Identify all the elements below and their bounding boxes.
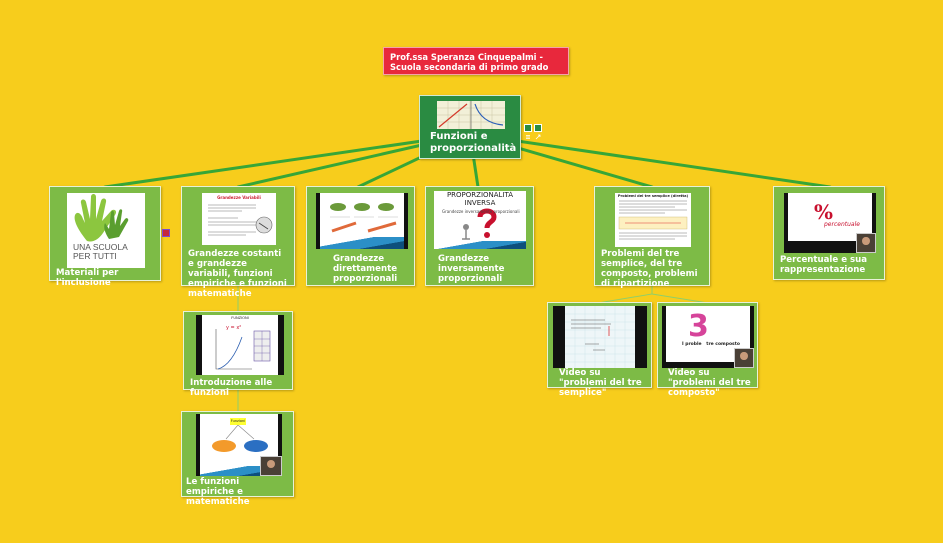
author-box[interactable]: Prof.ssa Speranza Cinquepalmi - Scuola s… [383,47,569,75]
attachment-icon[interactable] [162,229,170,237]
node-video-tre-semplice[interactable]: Video su "problemi del tre semplice" [547,302,652,398]
thumb-title: PROPORZIONALITÀ INVERSA [446,191,514,207]
root-thumbnail [437,101,505,129]
node-thumbnail: % percentuale [784,193,876,253]
thumb-formula: y = x² [226,325,242,331]
number-three-icon: 3 [688,309,709,344]
node-thumbnail [316,193,408,249]
node-inversamente-proporzionali[interactable]: PROPORZIONALITÀ INVERSA Grandezze invers… [425,186,534,286]
node-introduzione-funzioni[interactable]: FUNZIONI y = x² Introduzione alle funzio… [183,311,293,398]
node-grandezze-costanti[interactable]: Grandezze Variabili Grandezze costanti e… [181,186,295,299]
thumb-title: Grandezze Variabili [217,195,261,200]
root-node[interactable]: Funzioni e proporzionalità [419,95,521,159]
webcam-thumbnail [260,456,282,476]
node-problemi-tre[interactable]: Problemi del tre semplice (diretta) Prob… [594,186,710,289]
node-label: Grandezze direttamente proporzionali [333,254,398,284]
thumb-subtitle: Grandezze inversamente proporzionali [442,209,520,214]
root-title: Funzioni e proporzionalità [430,131,517,154]
node-label: Percentuale e sua rappresentazione [780,255,868,275]
node-thumbnail: Funzioni [196,414,282,476]
node-percentuale[interactable]: % percentuale Percentuale e sua rapprese… [773,186,885,280]
connector-problemi-video-composto [651,293,709,304]
inclusione-logo-text: UNA SCUOLA PER TUTTI [73,242,128,261]
document-text-icon [208,204,273,236]
node-label: Grandezze costanti e grandezze variabili… [188,249,287,299]
webcam-thumbnail [734,348,754,368]
thumb-text: percentuale [824,221,860,228]
thumb-title: FUNZIONI [231,316,249,320]
percent-icon: % [814,200,833,224]
webcam-thumbnail [856,233,876,253]
thumb-text: I proble tre composto [682,342,740,347]
connector-root-percentuale [468,132,832,189]
node-direttamente-proporzionali[interactable]: Grandezze direttamente proporzionali [306,186,415,286]
link-icon[interactable] [534,124,542,140]
node-label: Introduzione alle funzioni [190,378,273,398]
car-pictures-icon [330,203,398,233]
node-thumbnail: UNA SCUOLA PER TUTTI [67,193,145,268]
node-thumbnail: PROPORZIONALITÀ INVERSA Grandezze invers… [434,191,526,249]
node-label: Grandezze inversamente proporzionali [438,254,505,284]
hand-logo-icon [74,194,129,242]
node-label: Video su "problemi del tre semplice" [559,368,642,398]
svg-text:3: 3 [688,309,709,342]
question-mark-icon [462,208,497,240]
notes-icon[interactable] [524,124,532,139]
thumb-title: Funzioni [230,418,246,425]
node-thumbnail: 3 I proble tre composto [662,306,754,368]
node-thumbnail: Problemi del tre semplice (diretta) [615,193,691,247]
diagram-icon [212,424,268,452]
worksheet-icon [565,306,635,368]
thumb-title: Problemi del tre semplice (diretta) [617,194,689,198]
node-thumbnail: FUNZIONI y = x² [196,315,284,375]
function-graph-icon [215,329,271,370]
node-video-tre-composto[interactable]: 3 I proble tre composto Video su "proble… [657,302,758,398]
node-thumbnail [553,306,647,368]
graph-icon [437,101,505,129]
node-thumbnail: Grandezze Variabili [202,193,276,245]
node-materiali-inclusione[interactable]: UNA SCUOLA PER TUTTI Materiali per l'inc… [49,186,161,288]
document-text-icon [618,200,688,240]
node-label: Materiali per l'inclusione [56,268,119,288]
node-funzioni-empiriche[interactable]: Funzioni Le funzioni empiriche e matemat… [181,411,294,507]
node-label: Le funzioni empiriche e matematiche [186,477,250,507]
svg-text:%: % [814,200,833,224]
node-label: Problemi del tre semplice, del tre compo… [601,249,698,289]
node-label: Video su "problemi del tre composto" [668,368,751,398]
author-text: Prof.ssa Speranza Cinquepalmi - Scuola s… [390,52,549,72]
connector-root-inclusione [103,132,472,189]
